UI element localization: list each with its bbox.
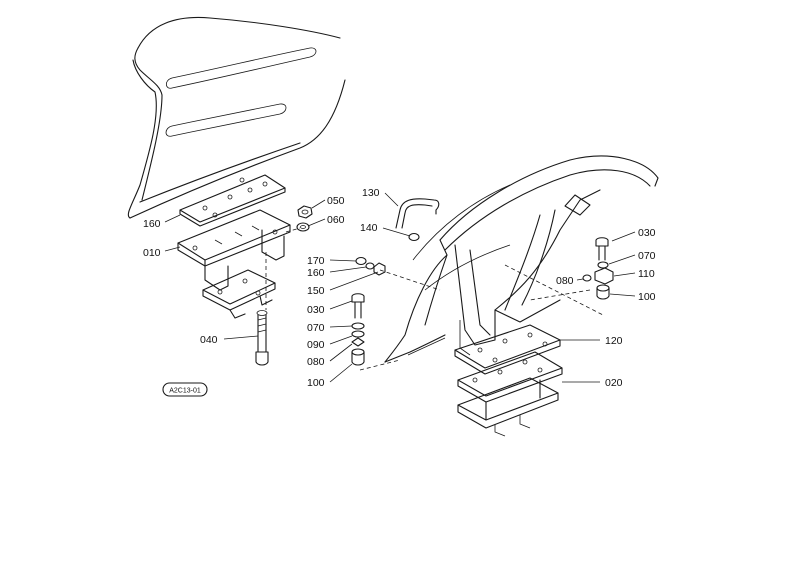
callout-160: 160 bbox=[307, 267, 325, 279]
callout-020: 020 bbox=[605, 377, 623, 389]
callout-030-right: 030 bbox=[638, 227, 656, 239]
nut-050 bbox=[297, 205, 313, 219]
middle-hardware bbox=[351, 256, 386, 366]
fender-stay bbox=[454, 189, 601, 356]
callout-080-right: 080 bbox=[556, 275, 574, 287]
left-fender bbox=[127, 16, 346, 219]
callout-120-left: 160 bbox=[143, 218, 161, 230]
callout-120-right: 120 bbox=[605, 335, 623, 347]
callout-100-right: 100 bbox=[638, 291, 656, 303]
figure-code: A2C13-01 bbox=[169, 388, 201, 395]
right-hardware bbox=[582, 237, 614, 300]
callout-100-left: 100 bbox=[307, 377, 325, 389]
callout-070-left: 070 bbox=[307, 322, 325, 334]
callout-060: 060 bbox=[327, 214, 345, 226]
leader-lines bbox=[164, 192, 636, 383]
callout-040: 040 bbox=[200, 334, 218, 346]
callout-labels: 160 010 040 050 060 130 140 170 160 150 … bbox=[143, 187, 656, 389]
grab-handle bbox=[395, 198, 440, 242]
callout-080-left: 080 bbox=[307, 356, 325, 368]
left-top-plate bbox=[179, 174, 286, 227]
figure-code-badge: A2C13-01 bbox=[162, 382, 208, 397]
callout-150: 150 bbox=[307, 285, 325, 297]
callout-140: 140 bbox=[360, 222, 378, 234]
callout-090: 090 bbox=[307, 339, 325, 351]
right-bracket bbox=[457, 351, 563, 437]
right-plate bbox=[454, 324, 561, 375]
callout-110: 110 bbox=[638, 268, 655, 280]
long-bolt bbox=[255, 310, 269, 366]
left-lower-bracket bbox=[202, 269, 276, 319]
callout-010: 010 bbox=[143, 247, 161, 259]
callout-170: 170 bbox=[307, 255, 325, 267]
callout-030-left: 030 bbox=[307, 304, 325, 316]
washer-060 bbox=[296, 222, 310, 232]
callout-050: 050 bbox=[327, 195, 345, 207]
left-bracket bbox=[177, 209, 291, 291]
callout-130: 130 bbox=[362, 187, 380, 199]
right-fender bbox=[384, 155, 659, 363]
callout-070-right: 070 bbox=[638, 250, 656, 262]
